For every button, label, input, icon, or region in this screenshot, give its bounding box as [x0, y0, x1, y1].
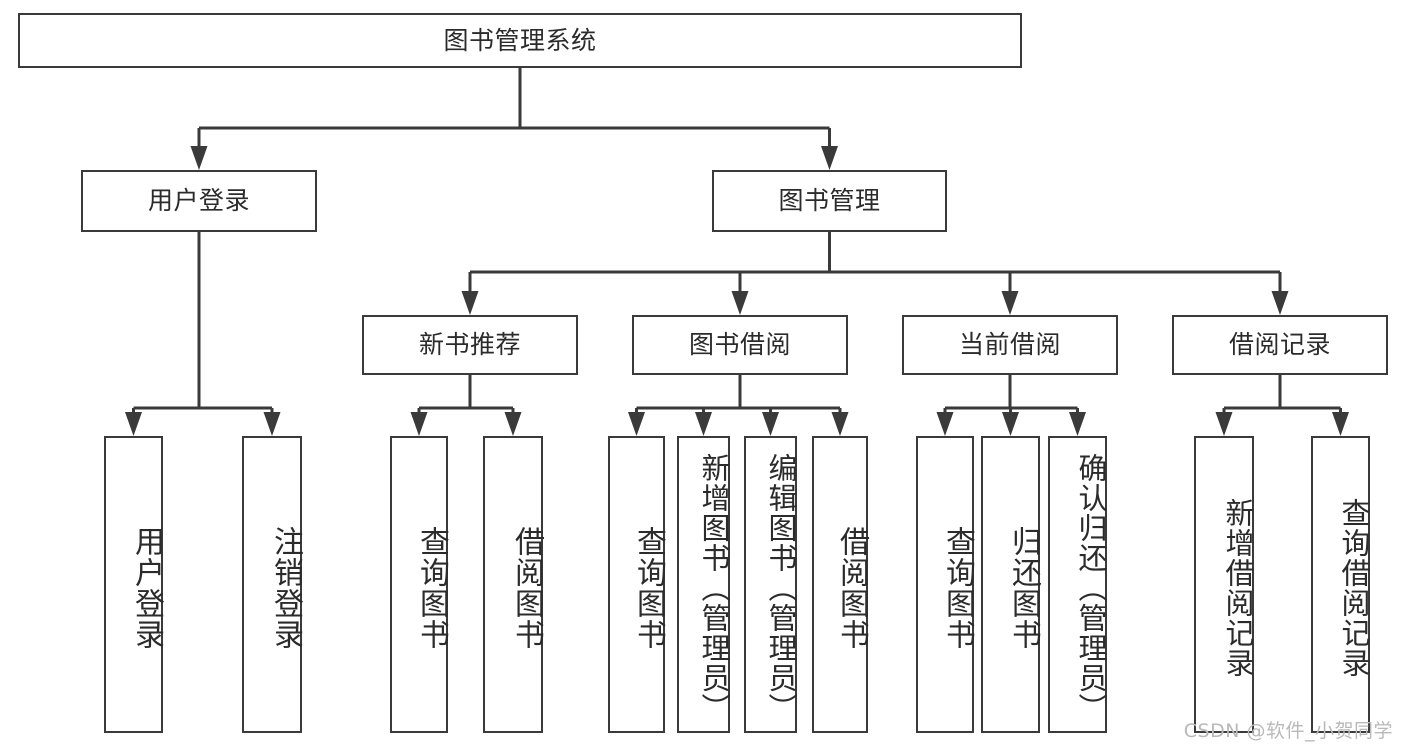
node-label: 图书管理: [778, 186, 881, 215]
node-label: 借阅图书: [509, 525, 544, 650]
node-label: 新增图书（管理员）: [697, 452, 731, 723]
arrowhead: [1332, 412, 1349, 436]
arrowhead: [263, 412, 281, 436]
node-bookmgmt[interactable]: 图书管理: [712, 170, 947, 232]
node-l-cconfirm[interactable]: 确认归还（管理员）: [1048, 436, 1108, 733]
node-l-rquery[interactable]: 查询借阅记录: [1311, 436, 1371, 733]
arrowhead: [1215, 412, 1233, 436]
node-label: 查询图书: [414, 525, 449, 650]
node-l-bq[interactable]: 查询图书: [608, 436, 666, 733]
arrowhead: [936, 412, 954, 436]
node-label: 用户登录: [147, 186, 250, 215]
node-label: 借阅记录: [1228, 330, 1331, 359]
node-label: 新增借阅记录: [1221, 497, 1255, 678]
arrowhead: [831, 412, 849, 436]
arrowhead: [628, 412, 645, 436]
arrowhead: [762, 412, 779, 436]
node-l-cq[interactable]: 查询图书: [916, 436, 975, 733]
node-current[interactable]: 当前借阅: [902, 315, 1118, 375]
arrowhead: [1001, 291, 1019, 315]
watermark: CSDN @软件_小贺同学: [1183, 720, 1393, 742]
arrowhead: [821, 146, 838, 170]
node-label: 图书借阅: [688, 330, 791, 359]
node-label: 当前借阅: [958, 330, 1061, 359]
node-newbook[interactable]: 新书推荐: [362, 315, 578, 375]
node-records[interactable]: 借阅记录: [1172, 315, 1388, 375]
arrowhead: [695, 412, 712, 436]
node-l-login[interactable]: 用户登录: [104, 436, 164, 733]
node-login[interactable]: 用户登录: [81, 170, 317, 232]
node-label: 查询图书: [940, 525, 975, 650]
node-label: 借阅图书: [834, 525, 869, 650]
arrowhead: [731, 291, 749, 315]
node-label: 图书管理系统: [443, 25, 597, 55]
arrowhead: [1271, 291, 1289, 315]
node-label: 查询借阅记录: [1337, 497, 1371, 678]
node-l-nb-borrow[interactable]: 借阅图书: [483, 436, 544, 733]
node-l-radd[interactable]: 新增借阅记录: [1194, 436, 1255, 733]
node-label: 用户登录: [129, 525, 164, 650]
arrowhead: [461, 291, 479, 315]
arrowhead: [410, 412, 428, 436]
node-label: 查询图书: [631, 525, 666, 650]
node-label: 编辑图书（管理员）: [764, 452, 798, 723]
node-l-badd[interactable]: 新增图书（管理员）: [677, 436, 731, 733]
arrowhead: [1069, 412, 1086, 436]
node-label: 归还图书: [1006, 525, 1041, 650]
arrowhead: [1002, 412, 1019, 436]
arrowhead: [125, 412, 142, 436]
arrowhead: [190, 146, 208, 170]
node-l-bedit[interactable]: 编辑图书（管理员）: [744, 436, 798, 733]
node-label: 新书推荐: [418, 330, 521, 359]
node-label: 注销登录: [268, 525, 303, 650]
node-l-creturn[interactable]: 归还图书: [981, 436, 1041, 733]
node-borrow[interactable]: 图书借阅: [632, 315, 848, 375]
node-l-logout[interactable]: 注销登录: [242, 436, 303, 733]
node-l-nb-query[interactable]: 查询图书: [390, 436, 449, 733]
arrowhead: [504, 412, 522, 436]
node-label: 确认归还（管理员）: [1074, 452, 1108, 723]
node-root[interactable]: 图书管理系统: [18, 13, 1022, 68]
node-l-bborrow[interactable]: 借阅图书: [812, 436, 869, 733]
